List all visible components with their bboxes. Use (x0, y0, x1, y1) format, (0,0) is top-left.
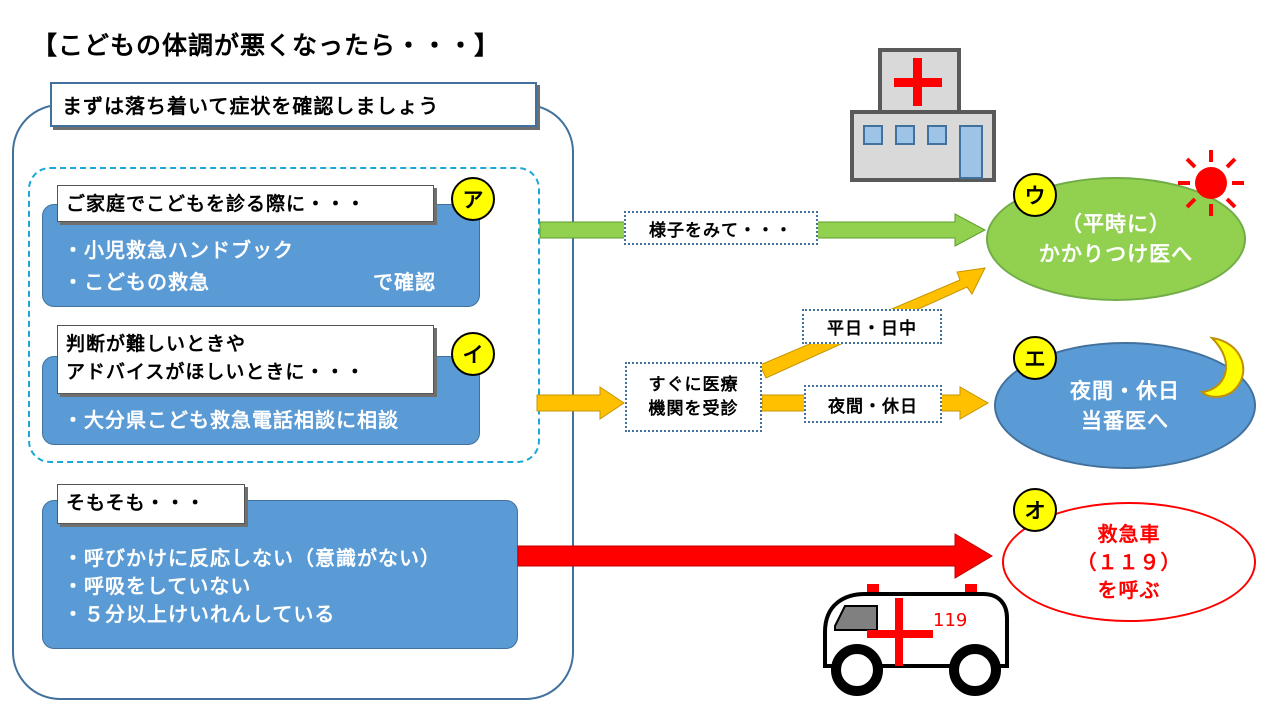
red-arrow (517, 533, 993, 579)
night-doctor-line1: 夜間・休日 (1070, 378, 1180, 403)
sun-icon (1178, 150, 1244, 216)
not-breathing-item: ・呼吸をしていない (63, 574, 252, 598)
orange-arrow-to-consult (536, 386, 625, 420)
emergency-symptom-box: ・呼びかけに反応しない（意識がない） ・呼吸をしていない ・５分以上けいれんして… (42, 500, 518, 649)
hospital-icon (850, 48, 996, 182)
page-title: 【こどもの体調が悪くなったら・・・】 (32, 31, 501, 60)
phone-consult-item: ・大分県こども救急電話相談に相談 (63, 408, 399, 432)
kodomo-kyukyu-item: ・こどもの救急 (63, 270, 210, 294)
badge-i: イ (451, 332, 495, 376)
ambulance-line3: を呼ぶ (1097, 578, 1161, 602)
night-doctor-line2: 当番医へ (1081, 408, 1169, 433)
unresponsive-item: ・呼びかけに反応しない（意識がない） (63, 546, 441, 570)
ambulance-line2: （１１９） (1076, 550, 1182, 574)
emergency-header: そもそも・・・ (57, 484, 245, 524)
consult-clinic-label: すぐに医療 機関を受診 (625, 362, 762, 432)
ambulance-line1: 救急車 (1097, 522, 1161, 546)
consult-line2: 機関を受診 (648, 399, 739, 419)
night-label: 夜間・休日 (804, 385, 942, 423)
phone-consult-header: 判断が難しいときや アドバイスがほしいときに・・・ (57, 325, 434, 394)
badge-u: ウ (1013, 173, 1057, 217)
phone-consult-header-line1: 判断が難しいときや (66, 333, 247, 355)
home-care-header: ご家庭でこどもを診る際に・・・ (57, 185, 434, 222)
phone-consult-header-line2: アドバイスがほしいときに・・・ (66, 361, 366, 383)
seizure-item: ・５分以上けいれんしている (63, 602, 336, 626)
weekday-label: 平日・日中 (802, 309, 942, 344)
home-consult-group (28, 167, 540, 463)
ambulance-icon: 119 (823, 584, 1009, 696)
consult-line1: すぐに医療 (648, 375, 739, 395)
badge-a: ア (451, 177, 495, 221)
ambulance-number: 119 (933, 610, 967, 631)
confirm-suffix: で確認 (373, 270, 436, 294)
handbook-item: ・小児救急ハンドブック (63, 238, 294, 262)
moon-icon (1199, 336, 1245, 398)
badge-e: エ (1013, 336, 1057, 380)
badge-o: オ (1013, 488, 1057, 532)
symptom-check-label: まずは落ち着いて症状を確認しましょう (50, 82, 537, 127)
watch-label: 様子をみて・・・ (624, 211, 818, 245)
family-doctor-line1: （平時に） (1061, 212, 1171, 236)
family-doctor-line2: かかりつけ医へ (1038, 242, 1194, 266)
